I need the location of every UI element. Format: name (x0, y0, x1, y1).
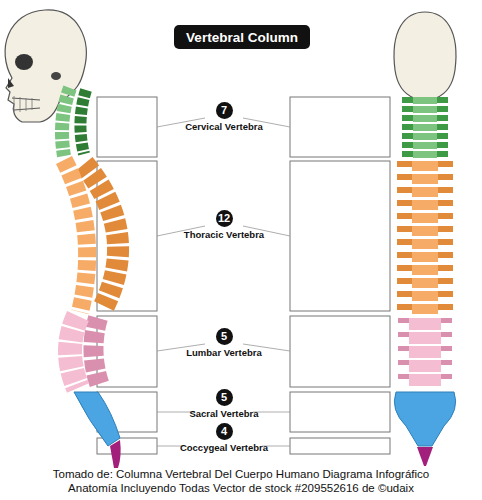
lumbar-processes (93, 318, 100, 386)
cervical-bodies (62, 88, 70, 156)
region-name: Thoracic Vertebra (184, 229, 264, 240)
callout-number: 12 (216, 210, 233, 227)
count-circle: 7Cervical Vertebra (216, 102, 233, 119)
callout-number: 5 (216, 328, 233, 345)
eye-socket (15, 54, 33, 70)
label-frame (290, 97, 390, 157)
count-circle: 4Coccygeal Vertebra (216, 423, 233, 440)
thoracic-back (412, 161, 438, 314)
teeth (14, 96, 32, 112)
sacrum-side (74, 392, 120, 446)
label-frame (290, 392, 390, 432)
thoracic-transverse (397, 161, 453, 314)
cervical-transverse (402, 97, 448, 158)
label-frame (290, 438, 390, 454)
region-name: Lumbar Vertebra (186, 347, 262, 358)
thoracic-bodies (64, 160, 87, 312)
lumbar-transverse (398, 318, 452, 388)
lumbar-bodies (70, 316, 78, 388)
nasal-cavity (8, 78, 14, 88)
count-circle: 5Sacral Vertebra (216, 389, 233, 406)
cervical-back (413, 97, 437, 158)
label-frame (97, 97, 157, 157)
region-name: Cervical Vertebra (185, 121, 263, 132)
source-caption: Tomado de: Columna Vertebral Del Cuerpo … (36, 467, 446, 495)
label-frame (290, 161, 390, 311)
region-name: Sacral Vertebra (189, 408, 258, 419)
leader-line (157, 412, 195, 413)
sacrum-back (394, 392, 455, 446)
lumbar-back (409, 318, 441, 388)
label-frame (290, 316, 390, 387)
coccyx-back (417, 447, 433, 466)
callout-number: 7 (216, 102, 233, 119)
diagram-title: Vertebral Column (174, 25, 310, 49)
skull-side (5, 10, 86, 122)
callout-number: 5 (216, 389, 233, 406)
count-circle: 12Thoracic Vertebra (216, 210, 233, 227)
cervical-processes (80, 90, 86, 154)
callout-number: 4 (216, 423, 233, 440)
region-name: Coccygeal Vertebra (180, 442, 268, 453)
skull-back (394, 12, 456, 98)
ear-canal (51, 72, 61, 80)
coccyx-side (110, 440, 121, 468)
count-circle: 5Lumbar Vertebra (216, 328, 233, 345)
